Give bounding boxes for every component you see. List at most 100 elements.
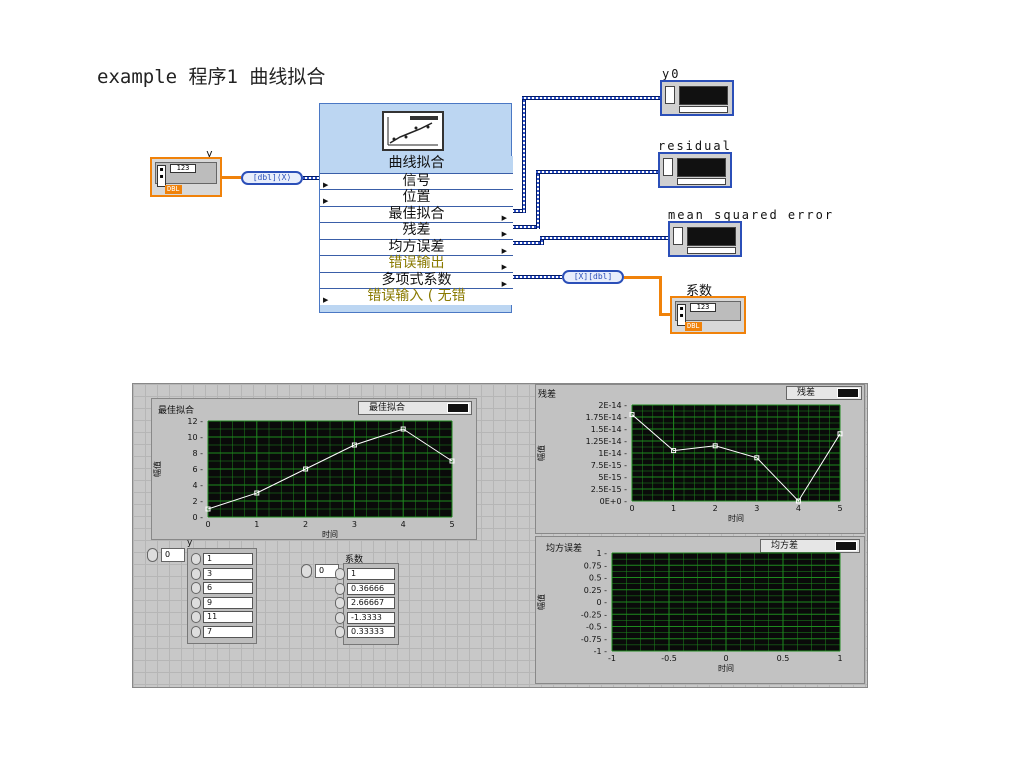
x-tick-label: 4 (401, 520, 406, 529)
terminal-bottom-bar (687, 247, 736, 254)
y-array-cell[interactable]: 7 (203, 625, 253, 638)
output-error-out[interactable]: 错误输出 ▶ (320, 255, 513, 272)
y-control-label: y (206, 147, 213, 160)
y-tick-label: 1.5E-14 - (591, 425, 627, 434)
input-signal[interactable]: ▶ 信号 (320, 172, 513, 189)
best-fit-legend-label: 最佳拟合 (369, 403, 406, 413)
coef-array-cell-spinner[interactable] (335, 611, 345, 624)
data-point (754, 455, 760, 461)
residual-legend[interactable]: 残差 (786, 386, 862, 400)
coef-array-cell-spinner[interactable] (335, 568, 345, 580)
terminal-bottom-bar (677, 178, 726, 185)
coef-indicator-type: DBL (685, 322, 702, 331)
convert-from-dynamic-data[interactable]: [X][dbl] (562, 270, 624, 284)
coef-array-cell-spinner[interactable] (335, 597, 345, 609)
residual-graph[interactable]: 残差 残差 2E-14 -1.75E-14 -1.5E-14 -1.25E-14… (535, 384, 865, 534)
wire-coef-out (510, 275, 562, 279)
mse-graph[interactable]: 均方误差 均方差 1 -0.75 -0.5 -0.25 -0 --0.25 --… (535, 536, 865, 684)
coef-array-index-spinner[interactable] (301, 564, 312, 578)
data-point (254, 490, 260, 496)
x-tick-label: 2 (713, 504, 718, 513)
coef-array-cell[interactable]: 2.66667 (347, 597, 395, 609)
residual-graph-terminal[interactable] (658, 152, 732, 188)
y-tick-label: 0 - (596, 598, 607, 607)
output-best-fit-label: 最佳拟合 (388, 205, 445, 222)
y-array-index-spinner[interactable] (147, 548, 158, 562)
y-tick-label: 0E+0 - (600, 497, 627, 506)
y-tick-label: 10 - (187, 433, 203, 442)
x-tick-label: 1 (254, 520, 259, 529)
convert-to-dynamic-data[interactable]: [dbl]⟨X⟩ (241, 171, 303, 185)
y-array-cell-spinner[interactable] (191, 625, 201, 638)
y-array-cell[interactable]: 11 (203, 611, 253, 623)
y-array-cell-spinner[interactable] (191, 582, 201, 594)
y-control-type: DBL (165, 185, 182, 194)
coef-array-cell[interactable]: -1.3333 (347, 611, 395, 624)
output-error-out-label: 错误输出 (388, 255, 445, 271)
y-tick-label: 1E-14 - (598, 449, 627, 458)
wire-bestfit-vertical (522, 96, 526, 213)
y-array-cell[interactable]: 9 (203, 596, 253, 609)
coef-indicator-numeric: 123 (690, 303, 716, 312)
coef-array-cell[interactable]: 1 (347, 568, 395, 580)
data-point (629, 412, 635, 418)
coef-array-cell[interactable]: 0.33333 (347, 626, 395, 638)
y-axis-label: 幅值 (536, 445, 546, 461)
x-tick-label: 2 (303, 520, 308, 529)
y-array-cell[interactable]: 3 (203, 567, 253, 580)
mse-graph-terminal[interactable] (668, 221, 742, 257)
residual-plot: 2E-14 -1.75E-14 -1.5E-14 -1.25E-14 -1E-1… (536, 401, 843, 523)
output-arrow-icon: ▶ (501, 230, 507, 238)
best-fit-legend[interactable]: 最佳拟合 (358, 401, 472, 415)
curve-fit-express-vi[interactable]: 曲线拟合 ▶信号 ▶位置 最佳拟合▶ 残差▶ 均方误差▶ 错误输出▶ 多项式系数… (319, 103, 513, 313)
coef-indicator-terminal[interactable]: ▪▪ 123 DBL (670, 296, 746, 334)
output-mse[interactable]: 均方误差▶ (320, 238, 513, 255)
input-position[interactable]: ▶位置 (320, 189, 513, 206)
data-point (671, 448, 677, 454)
input-signal-label: 信号 (402, 172, 431, 189)
data-point (400, 426, 406, 432)
input-arrow-icon: ▶ (323, 180, 329, 189)
y-array-cell[interactable]: 6 (203, 582, 253, 594)
x-tick-label: 1 (671, 504, 676, 513)
plot-legend-swatch-icon (837, 388, 859, 398)
y-tick-label: 5E-15 - (598, 473, 627, 482)
input-error-in[interactable]: ▶错误输入 ( 无错 (320, 288, 513, 305)
x-tick-label: 5 (837, 504, 842, 513)
y-array-cell[interactable]: 1 (203, 553, 253, 565)
x-tick-label: 0 (723, 654, 728, 663)
y-array-cell-spinner[interactable] (191, 611, 201, 623)
wire-coef-orange-h2 (659, 313, 673, 316)
output-mse-label: 均方误差 (388, 238, 445, 255)
wire-residual-vertical (536, 170, 540, 229)
output-arrow-icon: ▶ (501, 263, 507, 271)
y0-graph-terminal[interactable] (660, 80, 734, 116)
array-icon: ▪▪ (677, 304, 686, 326)
output-poly-coef-label: 多项式系数 (381, 271, 452, 288)
y-tick-label: 1 - (596, 549, 607, 558)
coef-array-cell-spinner[interactable] (335, 626, 345, 638)
output-residual[interactable]: 残差▶ (320, 222, 513, 239)
y-array-cell-spinner[interactable] (191, 553, 201, 565)
y-array-index[interactable]: 0 (161, 548, 185, 562)
output-poly-coef[interactable]: 多项式系数▶ (320, 271, 513, 288)
plot-legend-swatch-icon (447, 403, 469, 413)
y-tick-label: -0.75 - (581, 635, 607, 644)
wire-to-mse (540, 236, 668, 240)
y-tick-label: 2.5E-15 - (591, 485, 627, 494)
y-tick-label: 2 - (192, 497, 203, 506)
output-best-fit[interactable]: 最佳拟合 ▶ (320, 205, 513, 222)
input-error-in-label: 错误输入 ( 无错 (367, 288, 466, 304)
coef-array-cell[interactable]: 0.36666 (347, 582, 395, 595)
y-array-cell-spinner[interactable] (191, 567, 201, 580)
y-tick-label: 6 - (192, 465, 203, 474)
y-control-terminal[interactable]: ▪▪ 123 DBL (150, 157, 222, 197)
y-array-cell-spinner[interactable] (191, 596, 201, 609)
graph-thumbnail-icon (687, 227, 736, 246)
residual-indicator-label: residual (658, 139, 732, 153)
coef-array-cell-spinner[interactable] (335, 582, 345, 595)
terminal-arrow-icon (665, 86, 675, 104)
output-arrow-icon: ▶ (501, 213, 507, 222)
x-tick-label: 1 (837, 654, 842, 663)
